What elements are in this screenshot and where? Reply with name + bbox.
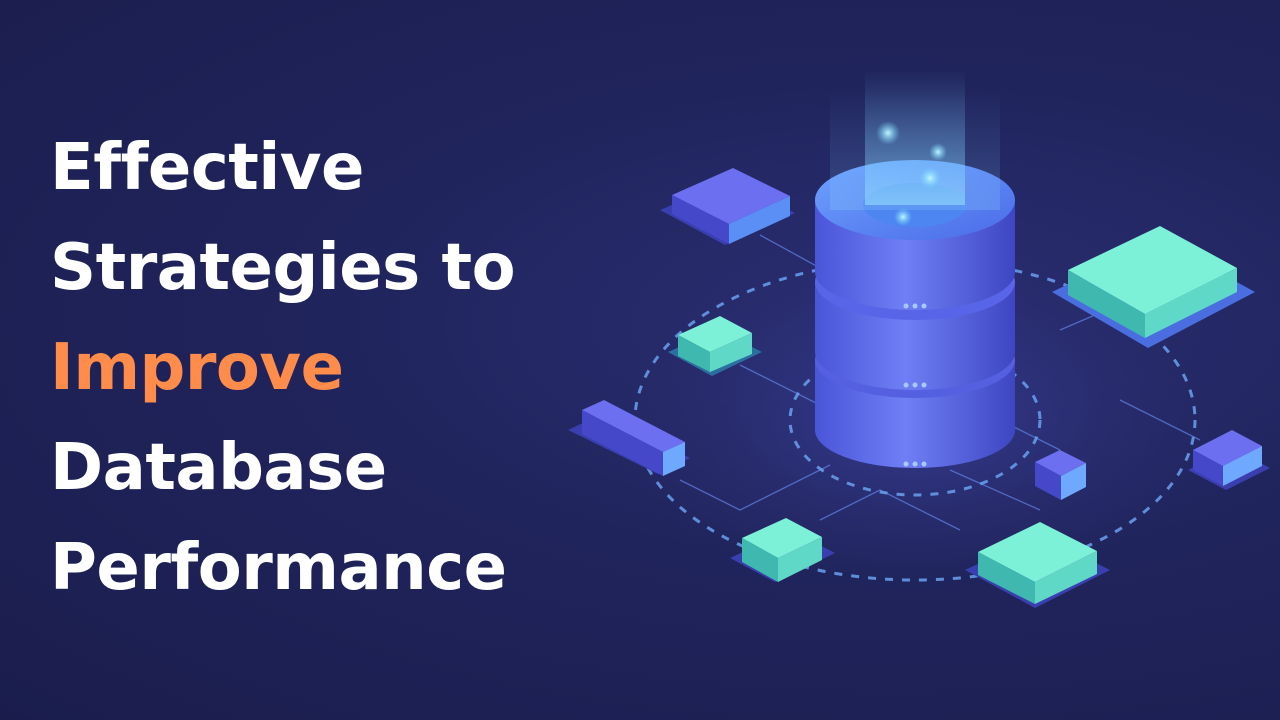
purple-block-right — [1188, 430, 1270, 490]
headline-line-3-accent: Improve — [50, 331, 344, 405]
headline: Effective Strategies to Improve Database… — [50, 118, 570, 618]
purple-cube-right-center — [1035, 450, 1086, 500]
teal-block-mid-left — [668, 316, 762, 376]
teal-block-top-right — [1052, 226, 1255, 348]
headline-line-4: Database — [50, 431, 387, 505]
purple-block-top-left — [660, 168, 795, 245]
database-cylinder — [815, 70, 1015, 468]
database-server-network-icon — [568, 70, 1270, 608]
status-dots — [903, 303, 927, 467]
headline-line-1: Effective — [50, 131, 364, 205]
headline-line-2: Strategies to — [50, 231, 516, 305]
purple-bar-left — [568, 400, 690, 476]
teal-block-bottom-center — [965, 522, 1110, 608]
headline-line-5: Performance — [50, 531, 507, 605]
teal-block-bottom-left — [730, 518, 835, 582]
